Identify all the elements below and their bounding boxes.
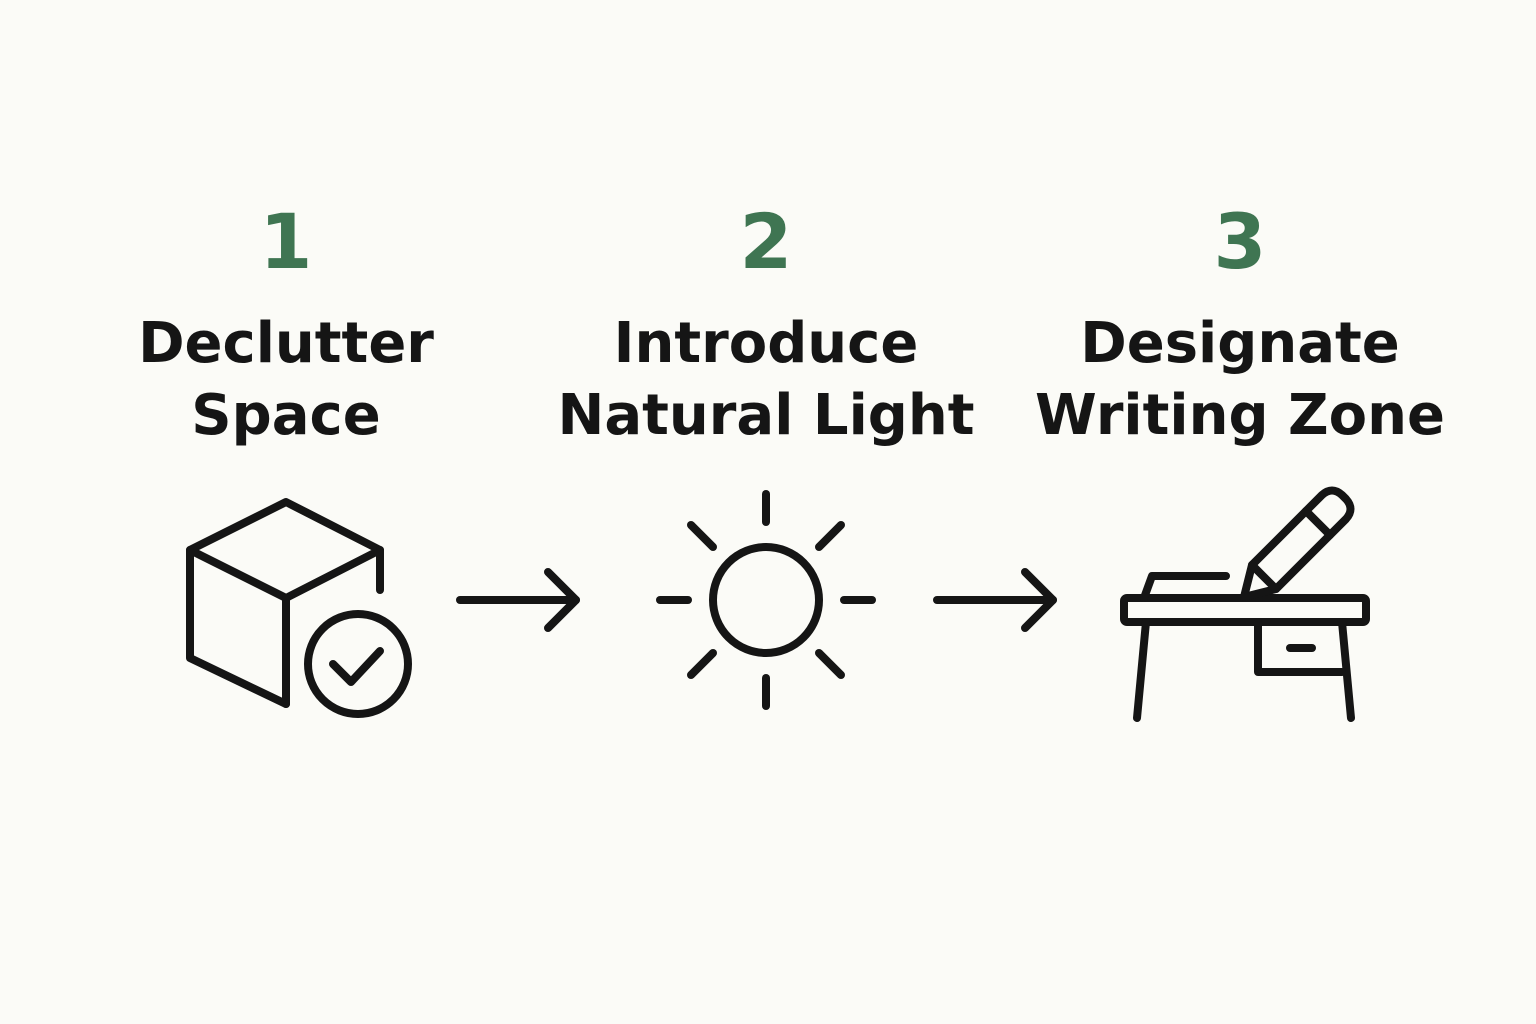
sun-icon [656,490,876,710]
step-title-line: Declutter [138,311,434,376]
step-title-line: Writing Zone [1035,383,1445,448]
step-title: Declutter Space [76,308,496,452]
step-title-line: Space [191,383,381,448]
desk-pencil-icon [1120,486,1370,722]
step-title-line: Designate [1080,311,1400,376]
box-check-icon [186,498,412,718]
step-designate-writing-zone: 3 Designate Writing Zone [1030,200,1450,452]
step-title: Introduce Natural Light [556,308,976,452]
step-title: Designate Writing Zone [1030,308,1450,452]
step-introduce-natural-light: 2 Introduce Natural Light [556,200,976,452]
step-number: 3 [1213,197,1267,286]
step-number: 2 [739,197,793,286]
arrow-right-icon [933,568,1057,632]
step-number: 1 [259,197,313,286]
step-title-line: Natural Light [557,383,975,448]
arrow-right-icon [456,568,580,632]
step-declutter-space: 1 Declutter Space [76,200,496,452]
step-title-line: Introduce [613,311,919,376]
